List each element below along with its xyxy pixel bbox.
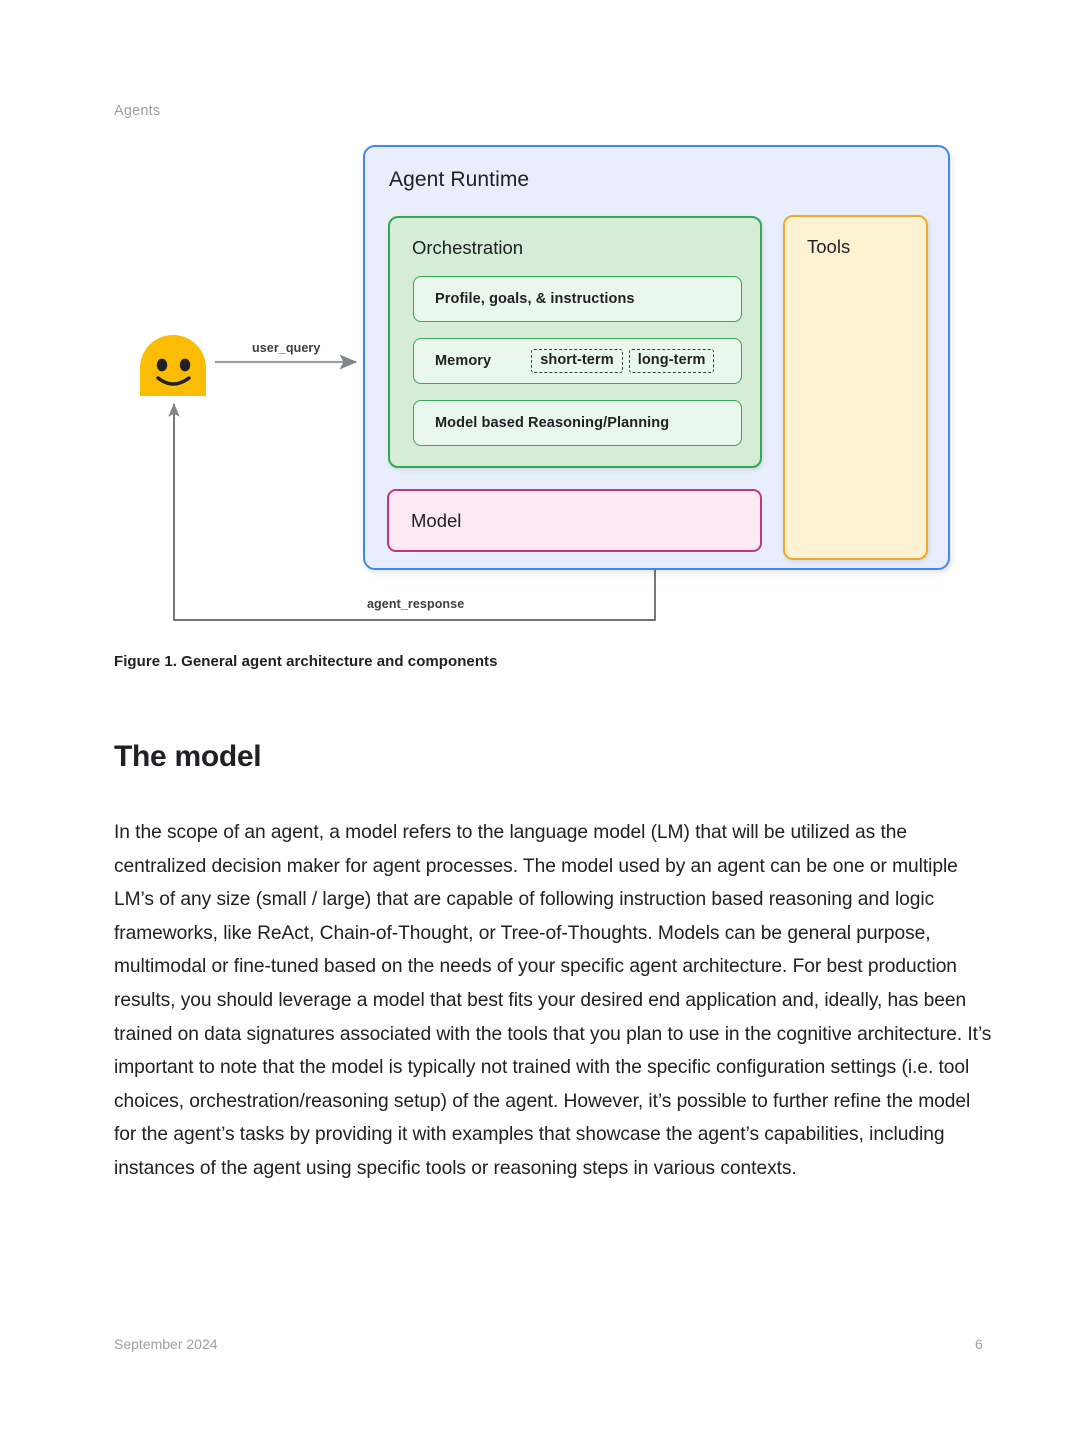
orchestration-item-label: Memory [435, 353, 492, 369]
model-title: Model [411, 509, 462, 531]
tools-title: Tools [807, 236, 851, 257]
orchestration-box: Orchestration Profile, goals, & instruct… [388, 216, 762, 468]
footer-date: September 2024 [114, 1336, 218, 1352]
tools-box: Tools [783, 215, 928, 560]
section-paragraph: In the scope of an agent, a model refers… [114, 822, 992, 1179]
figure-caption: Figure 1. General agent architecture and… [114, 653, 498, 670]
model-box: Model [387, 489, 762, 552]
orchestration-title: Orchestration [412, 237, 524, 258]
agent-runtime-box: Agent Runtime Orchestration Profile, goa… [363, 145, 950, 570]
memory-tag-group: short-term long-term [531, 349, 715, 373]
running-head: Agents [114, 103, 161, 119]
smiley-face-icon [140, 335, 206, 396]
memory-tag-long-term: long-term [628, 349, 715, 373]
edge-label-agent-response: agent_response [367, 597, 465, 611]
agent-runtime-title: Agent Runtime [389, 168, 530, 191]
figure-1-diagram: user_query agent_response Agent Runtime … [0, 0, 1080, 700]
orchestration-item-profile-goals-instructions: Profile, goals, & instructions [413, 276, 742, 322]
orchestration-item-memory: Memory short-term long-term [413, 338, 742, 384]
edge-label-user-query: user_query [252, 341, 321, 355]
memory-tag-short-term: short-term [531, 349, 623, 373]
footer-page-number: 6 [975, 1336, 983, 1352]
section-heading: The model [114, 740, 262, 773]
orchestration-item-model-based-reasoning-planning: Model based Reasoning/Planning [413, 400, 742, 446]
orchestration-item-label: Model based Reasoning/Planning [435, 415, 670, 431]
orchestration-item-label: Profile, goals, & instructions [435, 291, 635, 307]
